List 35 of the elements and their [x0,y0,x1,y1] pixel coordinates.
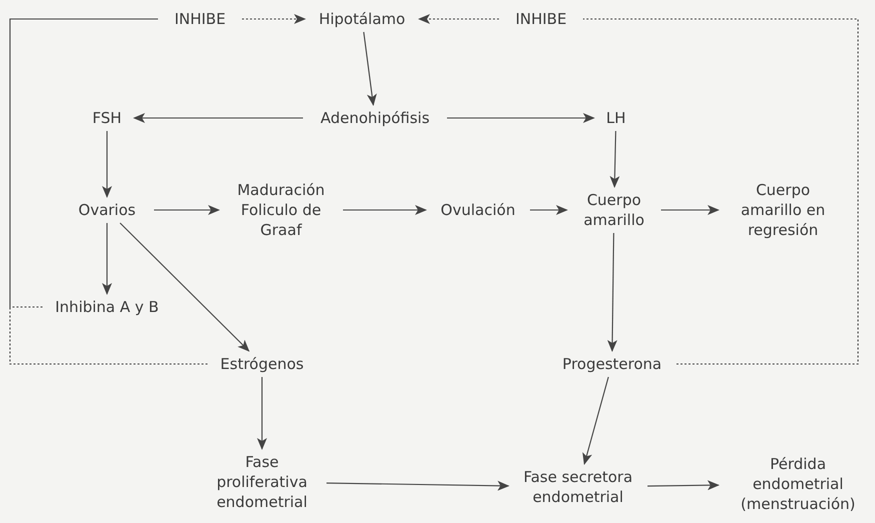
arrow [154,205,220,215]
node-label: Inhibina A y B [44,296,170,318]
arrow [447,113,595,123]
arrow [120,222,250,352]
node-label: LH [596,107,636,129]
node-label: Cuerpo amarillo en regresión [720,179,846,241]
arrow [648,480,720,490]
arrow [610,130,620,188]
node-label: Estrógenos [210,353,314,375]
node-label: Ovulación [428,199,528,221]
node-label: Fase secretora endometrial [510,466,646,508]
node-label: INHIBE [160,8,240,30]
arrow [257,377,267,450]
arrow [363,32,377,106]
arrow [343,205,427,215]
node-label: Ovarios [62,199,152,221]
arrow [102,131,112,198]
node-label: Progesterona [550,353,674,375]
arrow [133,113,303,123]
node-label: Maduración Foliculo de Graaf [221,179,341,241]
arrow [326,480,510,491]
arrow [530,205,568,215]
node-label: Cuerpo amarillo [569,189,659,231]
node-label: Pérdida endometrial (menstruación) [720,453,875,515]
dashed-arrow [418,14,499,24]
arrow [607,233,618,352]
node-label: Fase proliferativa endometrial [200,451,324,513]
arrow [102,223,112,295]
arrow [582,376,609,465]
arrow [661,205,720,215]
dashed-arrow [242,14,306,24]
node-label: INHIBE [501,8,581,30]
node-label: Adenohipófisis [305,107,445,129]
node-label: FSH [82,107,132,129]
node-label: Hipotálamo [307,8,417,30]
